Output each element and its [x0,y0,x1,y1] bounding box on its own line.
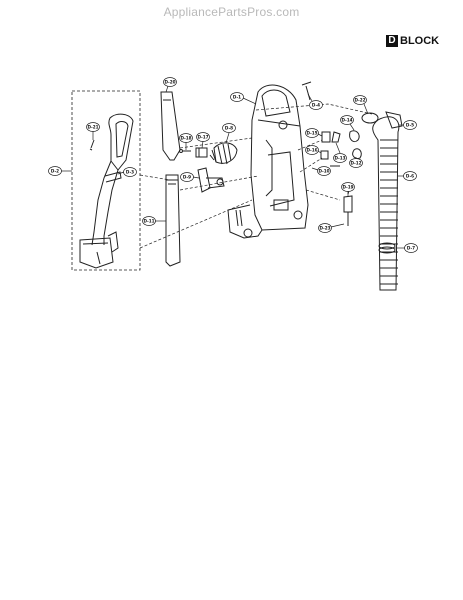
callout-d6 [398,171,417,181]
callout-d17 [196,132,210,149]
clip-d17 [195,147,208,158]
callout-d2 [48,166,72,176]
callout-label-d12: D-12 [350,161,361,166]
upper-wand [160,91,181,161]
callout-label-d16: D-16 [306,148,317,153]
callout-label-d21: D-21 [87,125,98,130]
callout-label-d5: D-5 [406,123,414,128]
callout-d16 [305,145,322,155]
callout-d14 [340,115,355,131]
callout-label-d23: D-23 [319,226,330,231]
callout-d11 [142,216,166,226]
callout-d22 [353,95,369,115]
pin-d18 [179,149,191,153]
dusting-brush [209,142,238,165]
callout-label-d14: D-14 [341,118,352,123]
callout-d1 [230,92,257,105]
callout-label-d4: D-4 [312,103,320,108]
upholstery-tool [197,167,225,193]
callout-d12 [349,157,363,168]
callout-label-d9: D-9 [183,175,191,180]
callout-label-d1: D-1 [233,95,241,100]
callout-d10 [311,166,331,176]
callout-d21 [86,122,100,140]
watermark-text: AppliancePartsPros.com [163,5,300,19]
callout-d7 [395,243,418,253]
block-label: D BLOCK [386,35,439,47]
callout-d15 [305,128,323,138]
hose-clamp [378,242,396,254]
callout-label-d19: D-19 [342,185,353,190]
handle-assembly [79,113,134,269]
callout-label-d2: D-2 [51,169,59,174]
block-word: BLOCK [400,35,440,47]
top-screw [301,81,312,101]
callout-d18 [179,133,193,150]
callout-d9 [180,172,200,182]
callout-label-d18: D-18 [180,136,191,141]
callout-label-d22: D-22 [354,98,365,103]
callout-label-d17: D-17 [197,135,208,140]
callout-label-d11: D-11 [143,219,154,224]
callout-label-d15: D-15 [306,131,317,136]
vacuum-body [227,84,309,239]
handle-group-box [71,90,141,271]
callout-label-d20: D-20 [164,80,175,85]
callout-d23 [318,223,345,233]
callout-d4 [307,93,323,110]
callout-d19 [341,182,355,196]
callout-d3 [117,167,137,177]
callout-d5 [399,120,417,130]
callout-label-d13: D-13 [334,156,345,161]
lower-wand [165,174,181,267]
callout-label-d7: D-7 [407,246,415,251]
hose [361,111,403,291]
callout-label-d10: D-10 [318,169,329,174]
block-letter: D [386,35,398,47]
leader-lines [139,103,373,249]
callout-d13 [333,142,347,163]
callout-label-d8: D-8 [225,126,233,131]
screw-d21 [89,139,95,151]
callout-d8 [222,123,236,144]
callout-label-d3: D-3 [126,170,134,175]
callout-labels: D-1 D-2 D-3 D-4 D-5 D-6 D-7 D-8 D-9 D-10… [51,80,415,251]
callout-label-d6: D-6 [406,174,414,179]
callouts [48,77,418,253]
small-parts [320,130,362,226]
callout-d20 [163,77,177,93]
